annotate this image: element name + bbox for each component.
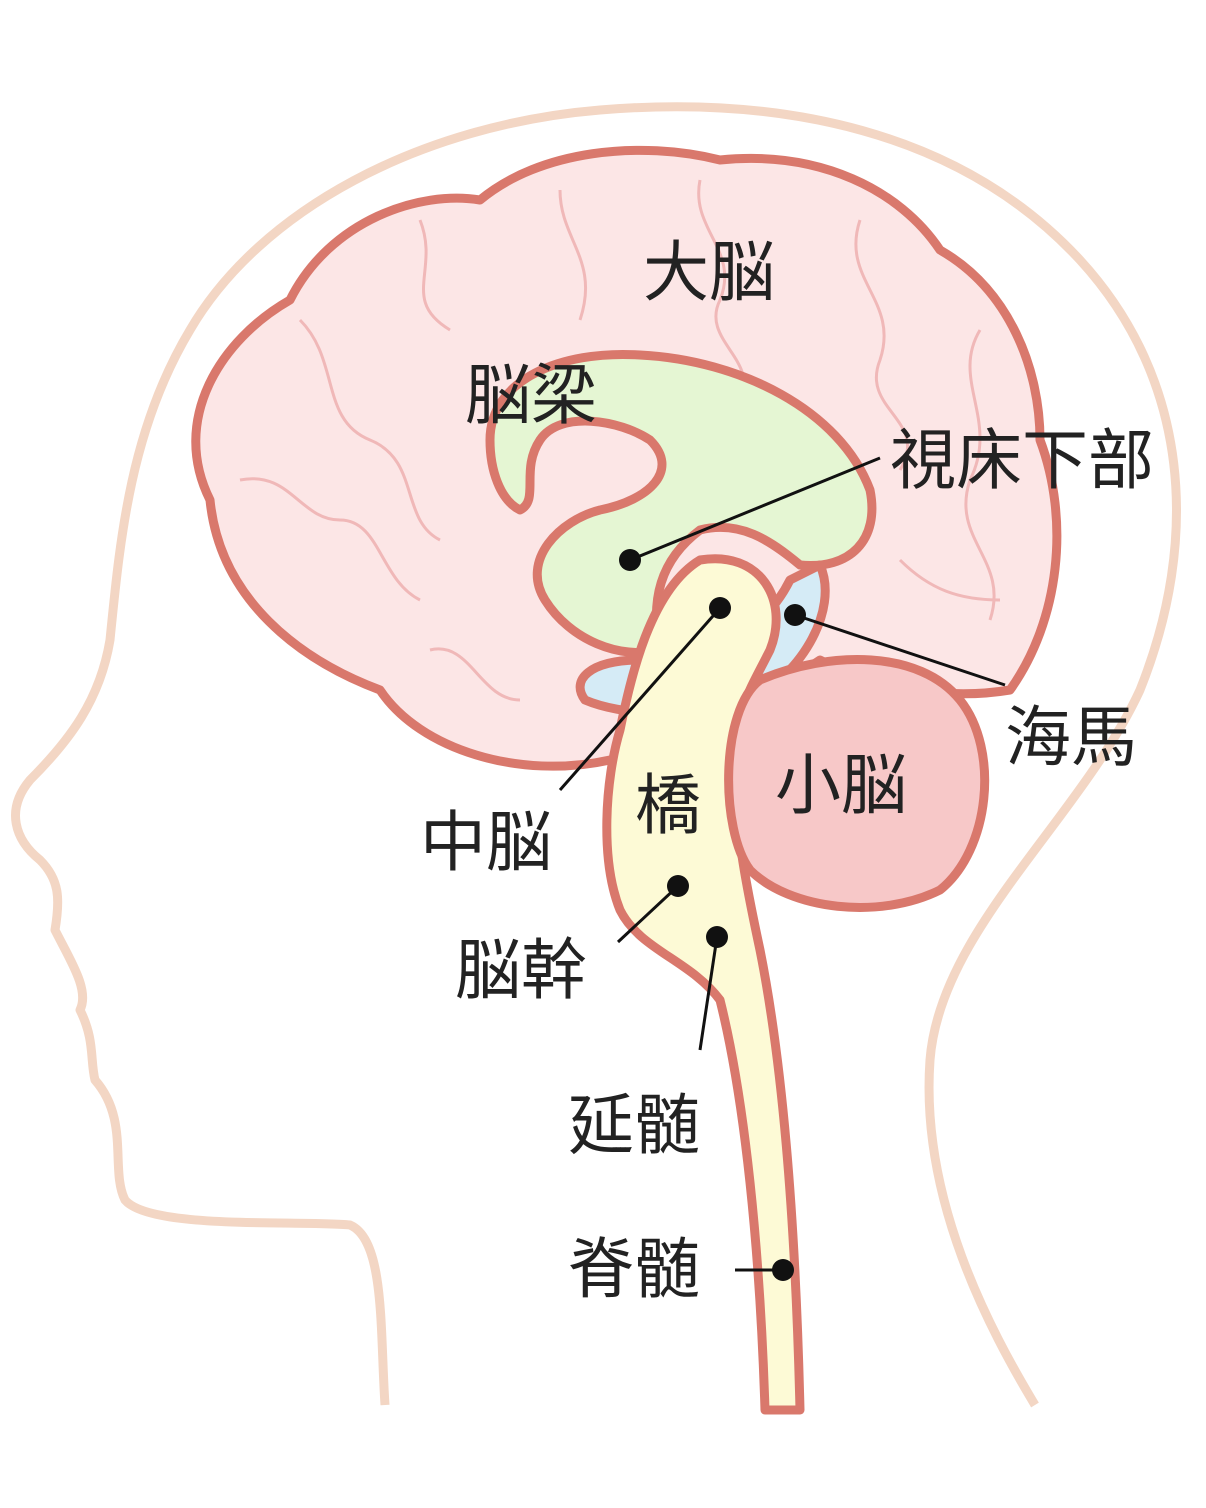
- brainstem-dot: [667, 875, 689, 897]
- midbrain-dot: [709, 597, 731, 619]
- cerebellum: [724, 655, 990, 912]
- midbrain-leader: [558, 607, 722, 791]
- label-hippocampus: 海馬: [1005, 699, 1137, 776]
- hypothalamus-dot: [619, 549, 641, 571]
- spinal-cord-dot: [772, 1259, 794, 1281]
- hippocampus-leader: [794, 613, 1006, 687]
- cerebrum-gyri: [239, 179, 1001, 702]
- label-spinal-cord: 脊髄: [568, 1231, 700, 1308]
- hypothalamus-leader: [629, 456, 881, 562]
- label-hypothalamus: 視床下部: [890, 422, 1154, 499]
- cerebrum: [191, 145, 1062, 771]
- label-cerebrum: 大脳: [643, 234, 775, 311]
- medulla-dot: [706, 926, 728, 948]
- label-pons: 橋: [635, 767, 701, 844]
- label-medulla: 延髄: [568, 1087, 700, 1164]
- label-cerebellum: 小脳: [775, 747, 907, 824]
- head-outline: [11, 102, 1181, 1408]
- label-brainstem: 脳幹: [455, 932, 587, 1009]
- label-corpus-callosum: 脳梁: [465, 357, 597, 434]
- brainstem-leader: [616, 884, 680, 944]
- hippocampus-dot: [784, 604, 806, 626]
- medulla-leader: [698, 936, 719, 1051]
- label-midbrain: 中脳: [420, 804, 552, 881]
